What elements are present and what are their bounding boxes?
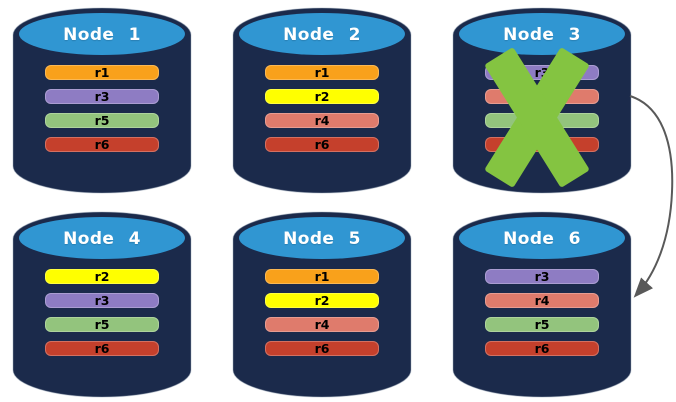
replica-bar: r6 xyxy=(485,341,599,356)
replica-bar: r4 xyxy=(485,293,599,308)
replica-bar: r3 xyxy=(485,269,599,284)
replica-bar xyxy=(485,89,599,104)
replica-bar: r2 xyxy=(265,293,379,308)
node-6: Node 6 r3 r4 r5 r6 xyxy=(452,211,632,399)
replica-bar: r1 xyxy=(265,269,379,284)
replica-list: r3 r4 r5 r6 xyxy=(485,269,599,356)
replica-bar xyxy=(485,113,599,128)
replica-bar: r1 xyxy=(45,65,159,80)
replica-bar: r3 xyxy=(485,65,599,80)
node-title: Node 5 xyxy=(283,229,361,249)
cylinder-top xyxy=(239,13,405,55)
replica-list: r1 r3 r5 r6 xyxy=(45,65,159,152)
replica-bar: r6 xyxy=(265,137,379,152)
node-title: Node 2 xyxy=(283,25,361,45)
replica-bar: r5 xyxy=(45,317,159,332)
cylinder-top xyxy=(459,13,625,55)
replica-bar: r2 xyxy=(265,89,379,104)
reassignment-arrow xyxy=(629,95,674,298)
replica-bar: r4 xyxy=(265,317,379,332)
cylinder-top xyxy=(239,217,405,259)
replica-bar: r3 xyxy=(45,89,159,104)
node-3: Node 3 r3 xyxy=(452,7,632,195)
node-title: Node 6 xyxy=(503,229,581,249)
node-1: Node 1 r1 r3 r5 r6 xyxy=(12,7,192,195)
node-title: Node 4 xyxy=(63,229,141,249)
cylinder-top xyxy=(19,13,185,55)
cylinder-top xyxy=(19,217,185,259)
node-2: Node 2 r1 r2 r4 r6 xyxy=(232,7,412,195)
replica-bar: r4 xyxy=(265,113,379,128)
replica-list: r2 r3 r5 r6 xyxy=(45,269,159,356)
replica-bar: r6 xyxy=(45,137,159,152)
replica-bar: r2 xyxy=(45,269,159,284)
node-title: Node 1 xyxy=(63,25,141,45)
replica-list: r1 r2 r4 r6 xyxy=(265,65,379,152)
replica-list: r1 r2 r4 r6 xyxy=(265,269,379,356)
replica-bar: r6 xyxy=(45,341,159,356)
replica-list: r3 xyxy=(485,65,599,152)
node-5: Node 5 r1 r2 r4 r6 xyxy=(232,211,412,399)
node-4: Node 4 r2 r3 r5 r6 xyxy=(12,211,192,399)
cylinder-top xyxy=(459,217,625,259)
node-title: Node 3 xyxy=(503,25,581,45)
replica-bar: r5 xyxy=(485,317,599,332)
replica-bar: r1 xyxy=(265,65,379,80)
replica-bar: r6 xyxy=(265,341,379,356)
replica-bar xyxy=(485,137,599,152)
replica-bar: r5 xyxy=(45,113,159,128)
replica-bar: r3 xyxy=(45,293,159,308)
